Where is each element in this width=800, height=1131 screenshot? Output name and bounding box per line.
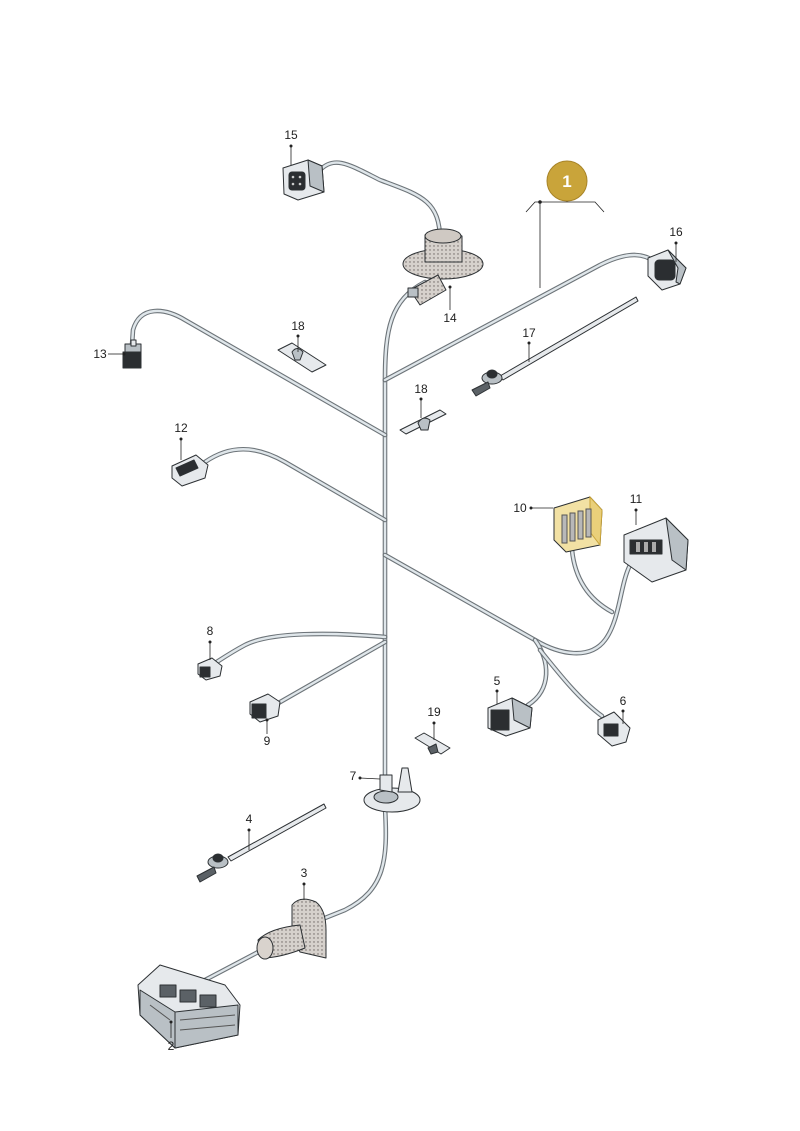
label-9: 9 [264,734,271,748]
label-3: 3 [301,866,308,880]
grommet-7[interactable] [363,767,421,813]
connector-6[interactable] [597,711,631,747]
wire-to-connector-13 [129,308,388,438]
label-14: 14 [443,311,457,325]
label-12: 12 [174,421,188,435]
label-8: 8 [207,624,214,638]
label-7: 7 [350,769,357,783]
badge-1-label: 1 [562,172,571,191]
label-18-right: 18 [414,382,428,396]
wire-to-grommet-3 [322,805,389,921]
clip-18-left[interactable] [277,342,327,373]
wire-to-connector-12 [202,446,388,523]
clip-18-right[interactable] [399,409,447,435]
callout-labels: 15 16 14 18 17 13 18 12 11 10 8 5 [93,128,683,1053]
wire-to-right-branch [382,552,633,656]
connector-16[interactable] [647,249,687,291]
wire-to-connector-10 [569,547,615,615]
connector-9[interactable] [249,693,281,723]
label-15: 15 [284,128,298,142]
connector-2[interactable] [137,964,241,1049]
label-13: 13 [93,347,107,361]
connector-10-highlighted[interactable] [553,495,603,553]
connector-15[interactable] [282,159,325,201]
label-6: 6 [620,694,627,708]
connector-5[interactable] [487,697,533,737]
grommet-3[interactable] [256,898,327,960]
label-5: 5 [494,674,501,688]
clip-19[interactable] [414,732,451,755]
label-19: 19 [427,705,441,719]
cable-tie-17[interactable] [471,296,639,397]
connector-11[interactable] [623,517,689,583]
callout-main-assembly: 1 [525,160,605,288]
label-4: 4 [246,812,253,826]
connector-13[interactable] [122,339,142,369]
label-17: 17 [522,326,536,340]
label-18-left: 18 [291,319,305,333]
label-2: 2 [168,1039,175,1053]
cable-tie-4[interactable] [196,803,327,883]
connector-12[interactable] [171,454,209,487]
label-11: 11 [630,492,643,506]
label-10: 10 [513,501,527,515]
badge-1[interactable] [546,160,588,202]
wire-to-connector-15 [317,160,443,243]
harness-wires [129,160,658,983]
wire-to-connector-5 [525,637,549,708]
label-16: 16 [669,225,683,239]
connector-8[interactable] [197,657,223,681]
grommet-14[interactable] [402,228,484,306]
